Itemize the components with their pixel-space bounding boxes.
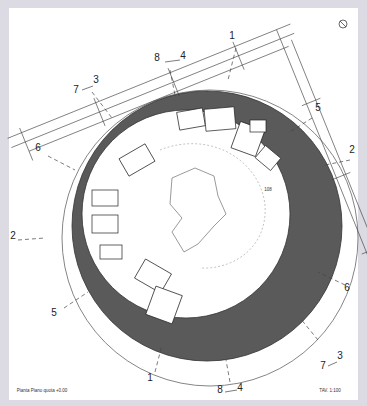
section-number: 4 [237, 383, 243, 393]
sheet [9, 8, 358, 400]
room-structures [92, 107, 281, 324]
section-number: 5 [51, 308, 57, 318]
outer-contour [62, 90, 358, 386]
section-number: 6 [344, 283, 350, 293]
wall-ring [72, 91, 342, 361]
plan-note: 108 [264, 188, 272, 193]
section-ticks [82, 60, 337, 392]
section-number: 8 [154, 53, 160, 63]
section-number: 7 [320, 361, 326, 371]
rock-contour [170, 168, 226, 252]
section-number: 1 [229, 31, 235, 41]
section-number: 2 [349, 145, 355, 155]
section-number: 8 [217, 385, 223, 395]
section-number: 3 [93, 75, 99, 85]
plan-note: TAV. 1:100 [319, 389, 340, 394]
dimension-lines [6, 19, 367, 406]
section-number: 4 [180, 51, 186, 61]
north-symbol [339, 20, 347, 28]
section-number: 6 [35, 143, 41, 153]
level-contour [160, 144, 265, 268]
section-number: 3 [337, 351, 343, 361]
plan-note: Pianta Piano quota +0.00 [17, 389, 68, 394]
section-number: 7 [73, 85, 79, 95]
section-lines [18, 48, 350, 382]
section-number: 5 [315, 103, 321, 113]
section-number: 2 [10, 231, 16, 241]
inner-court [82, 110, 290, 318]
section-number: 1 [147, 373, 153, 383]
